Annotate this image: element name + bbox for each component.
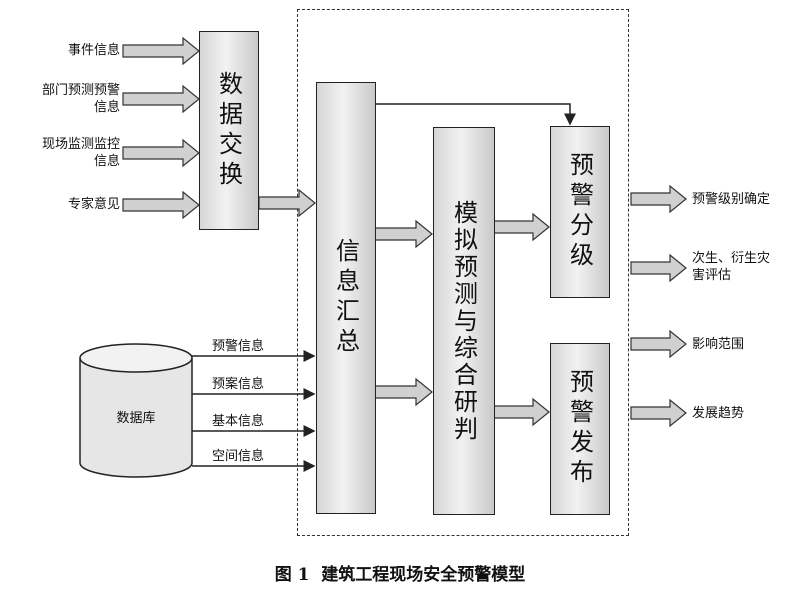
db-item-2: 预案信息 <box>212 377 265 392</box>
warning-publish-label: 预警发布 <box>565 369 594 489</box>
arrow-simulate-grading <box>493 212 550 242</box>
output-arrows <box>630 184 687 428</box>
figure-title: 建筑工程现场安全预警模型 <box>321 565 526 585</box>
output-label-2: 次生、衍生灾 害评估 <box>692 251 771 283</box>
database-cylinder <box>79 343 193 478</box>
output-arrow-2 <box>630 253 687 283</box>
figure-caption: 图 1 建筑工程现场安全预警模型 <box>0 560 800 585</box>
warning-publish-box: 预警发布 <box>550 343 610 515</box>
output-arrow-4 <box>630 398 687 428</box>
simulate-judge-label: 模拟预测与综合研判 <box>449 199 478 443</box>
figure-number: 图 1 <box>274 565 310 585</box>
output-label-4: 发展趋势 <box>692 406 745 421</box>
input-label-4: 专家意见 <box>67 197 120 212</box>
input-arrow-2 <box>122 84 200 114</box>
arrow-summary-grading <box>375 103 576 126</box>
db-lines <box>192 350 316 472</box>
db-item-4: 空间信息 <box>212 449 265 464</box>
input-label-2: 部门预测预警 信息 <box>41 83 120 115</box>
input-arrow-4 <box>122 190 200 220</box>
simulate-judge-box: 模拟预测与综合研判 <box>433 127 495 515</box>
db-item-1: 预警信息 <box>212 339 265 354</box>
output-arrow-1 <box>630 184 687 214</box>
arrow-simulate-publish <box>493 397 550 427</box>
input-arrow-3 <box>122 138 200 168</box>
info-summary-box: 信息汇总 <box>316 82 376 514</box>
warning-grading-box: 预警分级 <box>550 126 610 298</box>
output-label-1: 预警级别确定 <box>692 192 771 207</box>
input-arrows <box>122 36 200 220</box>
output-label-3: 影响范围 <box>692 337 745 352</box>
warning-grading-label: 预警分级 <box>565 152 594 272</box>
arrow-summary-simulate-2 <box>374 377 433 407</box>
input-label-3: 现场监测监控 信息 <box>41 137 120 169</box>
db-item-3: 基本信息 <box>212 414 265 429</box>
system-boundary <box>297 9 629 536</box>
input-arrow-1 <box>122 36 200 66</box>
arrow-summary-simulate-1 <box>374 219 433 249</box>
database-label: 数据库 <box>116 411 156 426</box>
data-exchange-box: 数据交换 <box>199 31 259 230</box>
input-label-1: 事件信息 <box>67 43 120 58</box>
arrow-exchange-summary <box>258 188 316 218</box>
output-arrow-3 <box>630 329 687 359</box>
info-summary-label: 信息汇总 <box>331 238 360 358</box>
data-exchange-label: 数据交换 <box>214 70 243 191</box>
